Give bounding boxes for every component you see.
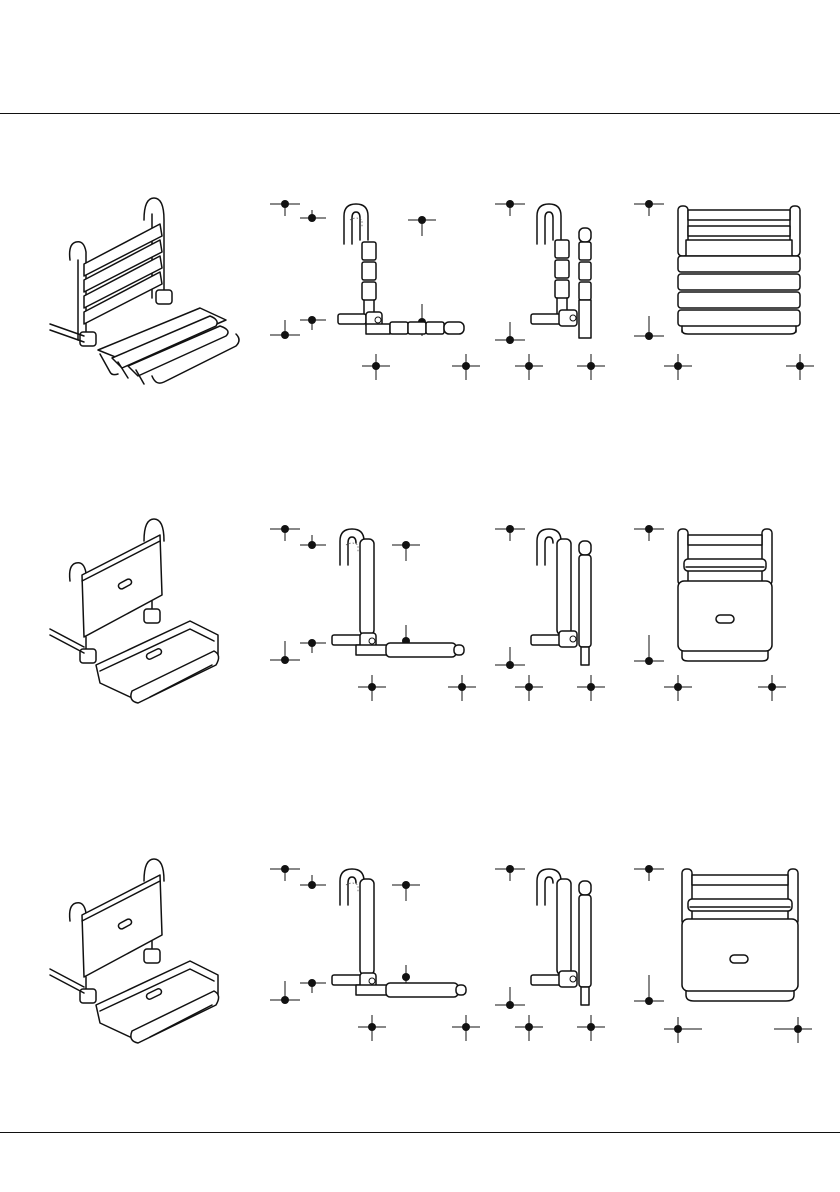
row-slatted-seat <box>0 180 840 480</box>
padded-seat-side-view-icon <box>270 505 490 705</box>
padded-seat-long-back-folded-view-icon <box>495 845 625 1045</box>
top-rule <box>0 113 840 114</box>
slatted-seat-perspective-icon <box>40 180 260 380</box>
padded-seat-folded-view-icon <box>495 505 625 705</box>
slatted-seat-side-view-icon <box>270 180 490 380</box>
padded-seat-long-back-front-view-icon <box>632 845 832 1045</box>
slatted-seat-folded-view-icon <box>495 180 625 380</box>
row-padded-seat-long-back <box>0 845 840 1145</box>
padded-seat-long-back-perspective-icon <box>40 845 260 1045</box>
padded-seat-front-view-icon <box>632 505 832 705</box>
padded-seat-long-back-side-view-icon <box>270 845 490 1045</box>
dimension-marker-icon <box>270 865 480 1041</box>
row-padded-seat <box>0 505 840 805</box>
padded-seat-perspective-icon <box>40 505 260 705</box>
slatted-seat-front-view-icon <box>632 180 832 380</box>
